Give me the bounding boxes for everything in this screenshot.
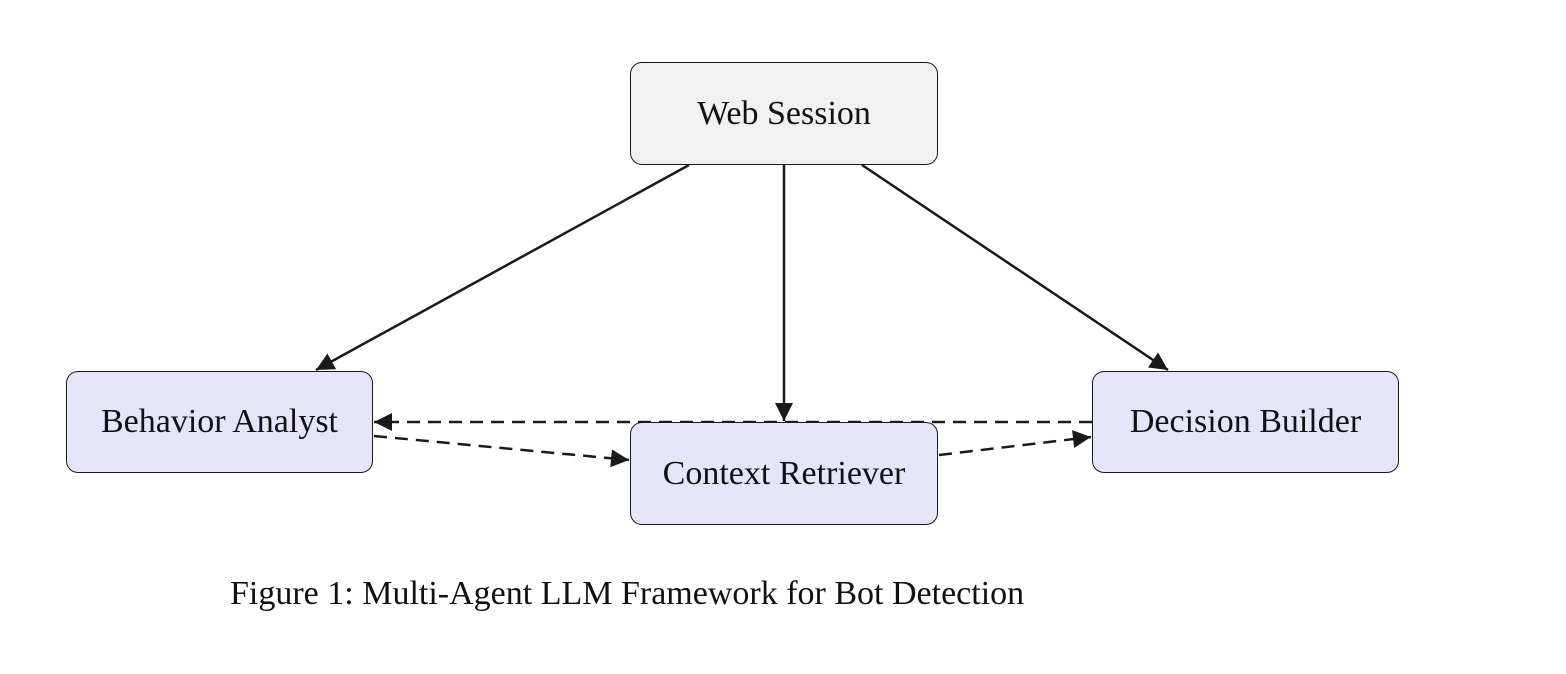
node-label-behavior-analyst: Behavior Analyst (100, 403, 339, 440)
node-context-retriever: Context Retriever (630, 422, 938, 525)
node-label-decision-builder: Decision Builder (1129, 403, 1362, 440)
edge-web-session-to-behavior-analyst (315, 163, 690, 372)
figure-caption: Figure 1: Multi-Agent LLM Framework for … (230, 574, 1024, 615)
node-label-context-retriever: Context Retriever (662, 454, 906, 492)
edge-behavior-analyst-to-context-retriever (373, 434, 630, 468)
node-decision-builder: Decision Builder (1092, 371, 1399, 473)
edge-context-retriever-to-decision-builder (938, 430, 1092, 457)
node-behavior-analyst: Behavior Analyst (66, 371, 373, 473)
figure-caption-text: Multi-Agent LLM Framework for Bot Detect… (362, 575, 1025, 612)
node-web-session: Web Session (630, 62, 938, 165)
figure-caption-label: Figure 1: (230, 575, 354, 612)
node-label-web-session: Web Session (697, 94, 871, 132)
edge-web-session-to-decision-builder (861, 163, 1169, 372)
